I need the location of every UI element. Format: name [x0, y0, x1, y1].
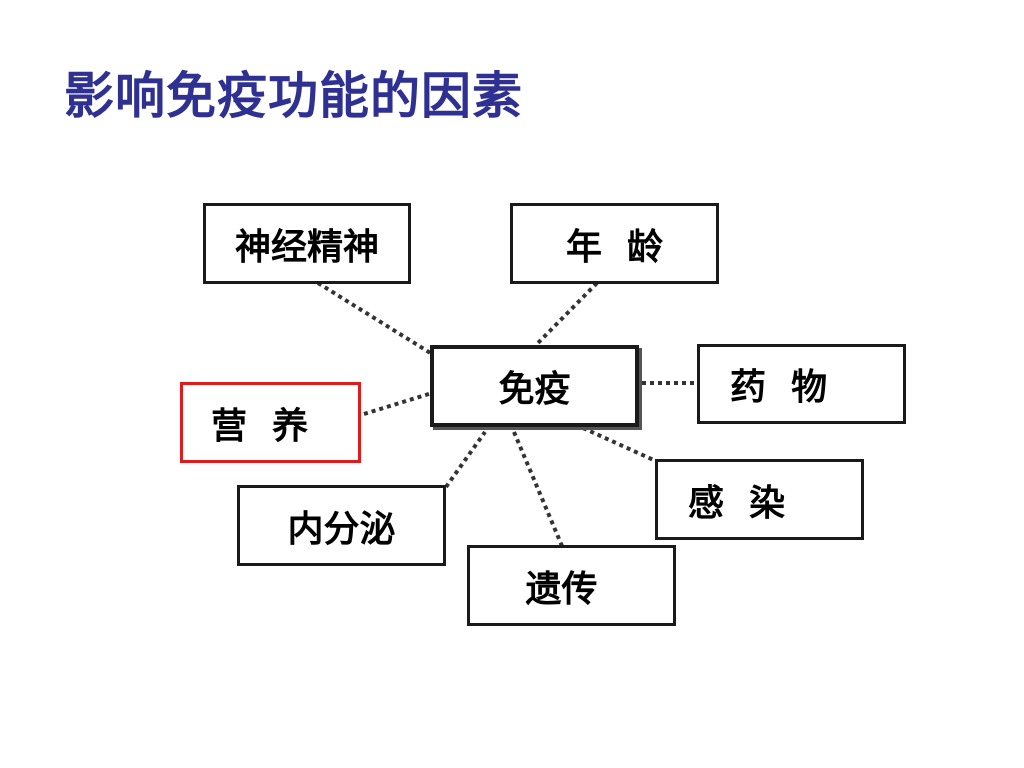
- factor-box-endocrine: 内分泌: [237, 485, 446, 566]
- line-genetic: [512, 431, 564, 547]
- line-age: [534, 281, 599, 347]
- factor-box-drug: 药 物: [697, 344, 906, 424]
- center-box-immunity: 免疫: [430, 345, 639, 427]
- factor-box-neuro: 神经精神: [203, 203, 411, 284]
- factor-label-neuro: 神经精神: [234, 226, 379, 268]
- factor-label-nutrition: 营 养: [211, 405, 309, 447]
- page-title: 影响免疫功能的因素: [64, 67, 523, 125]
- line-infection: [582, 426, 659, 464]
- factor-label-endocrine: 内分泌: [287, 508, 396, 550]
- factor-box-nutrition: 营 养: [180, 382, 361, 463]
- factor-box-age: 年 龄: [510, 203, 719, 284]
- center-label: 免疫: [498, 369, 571, 410]
- line-neuro: [316, 281, 434, 356]
- factor-label-infection: 感 染: [688, 482, 786, 524]
- line-endocrine: [444, 430, 487, 489]
- factor-label-drug: 药 物: [730, 367, 828, 408]
- line-nutrition: [363, 391, 433, 416]
- factor-box-infection: 感 染: [655, 459, 864, 540]
- factor-label-age: 年 龄: [565, 226, 664, 268]
- factor-box-genetic: 遗传: [467, 545, 676, 626]
- factor-label-genetic: 遗传: [525, 568, 598, 610]
